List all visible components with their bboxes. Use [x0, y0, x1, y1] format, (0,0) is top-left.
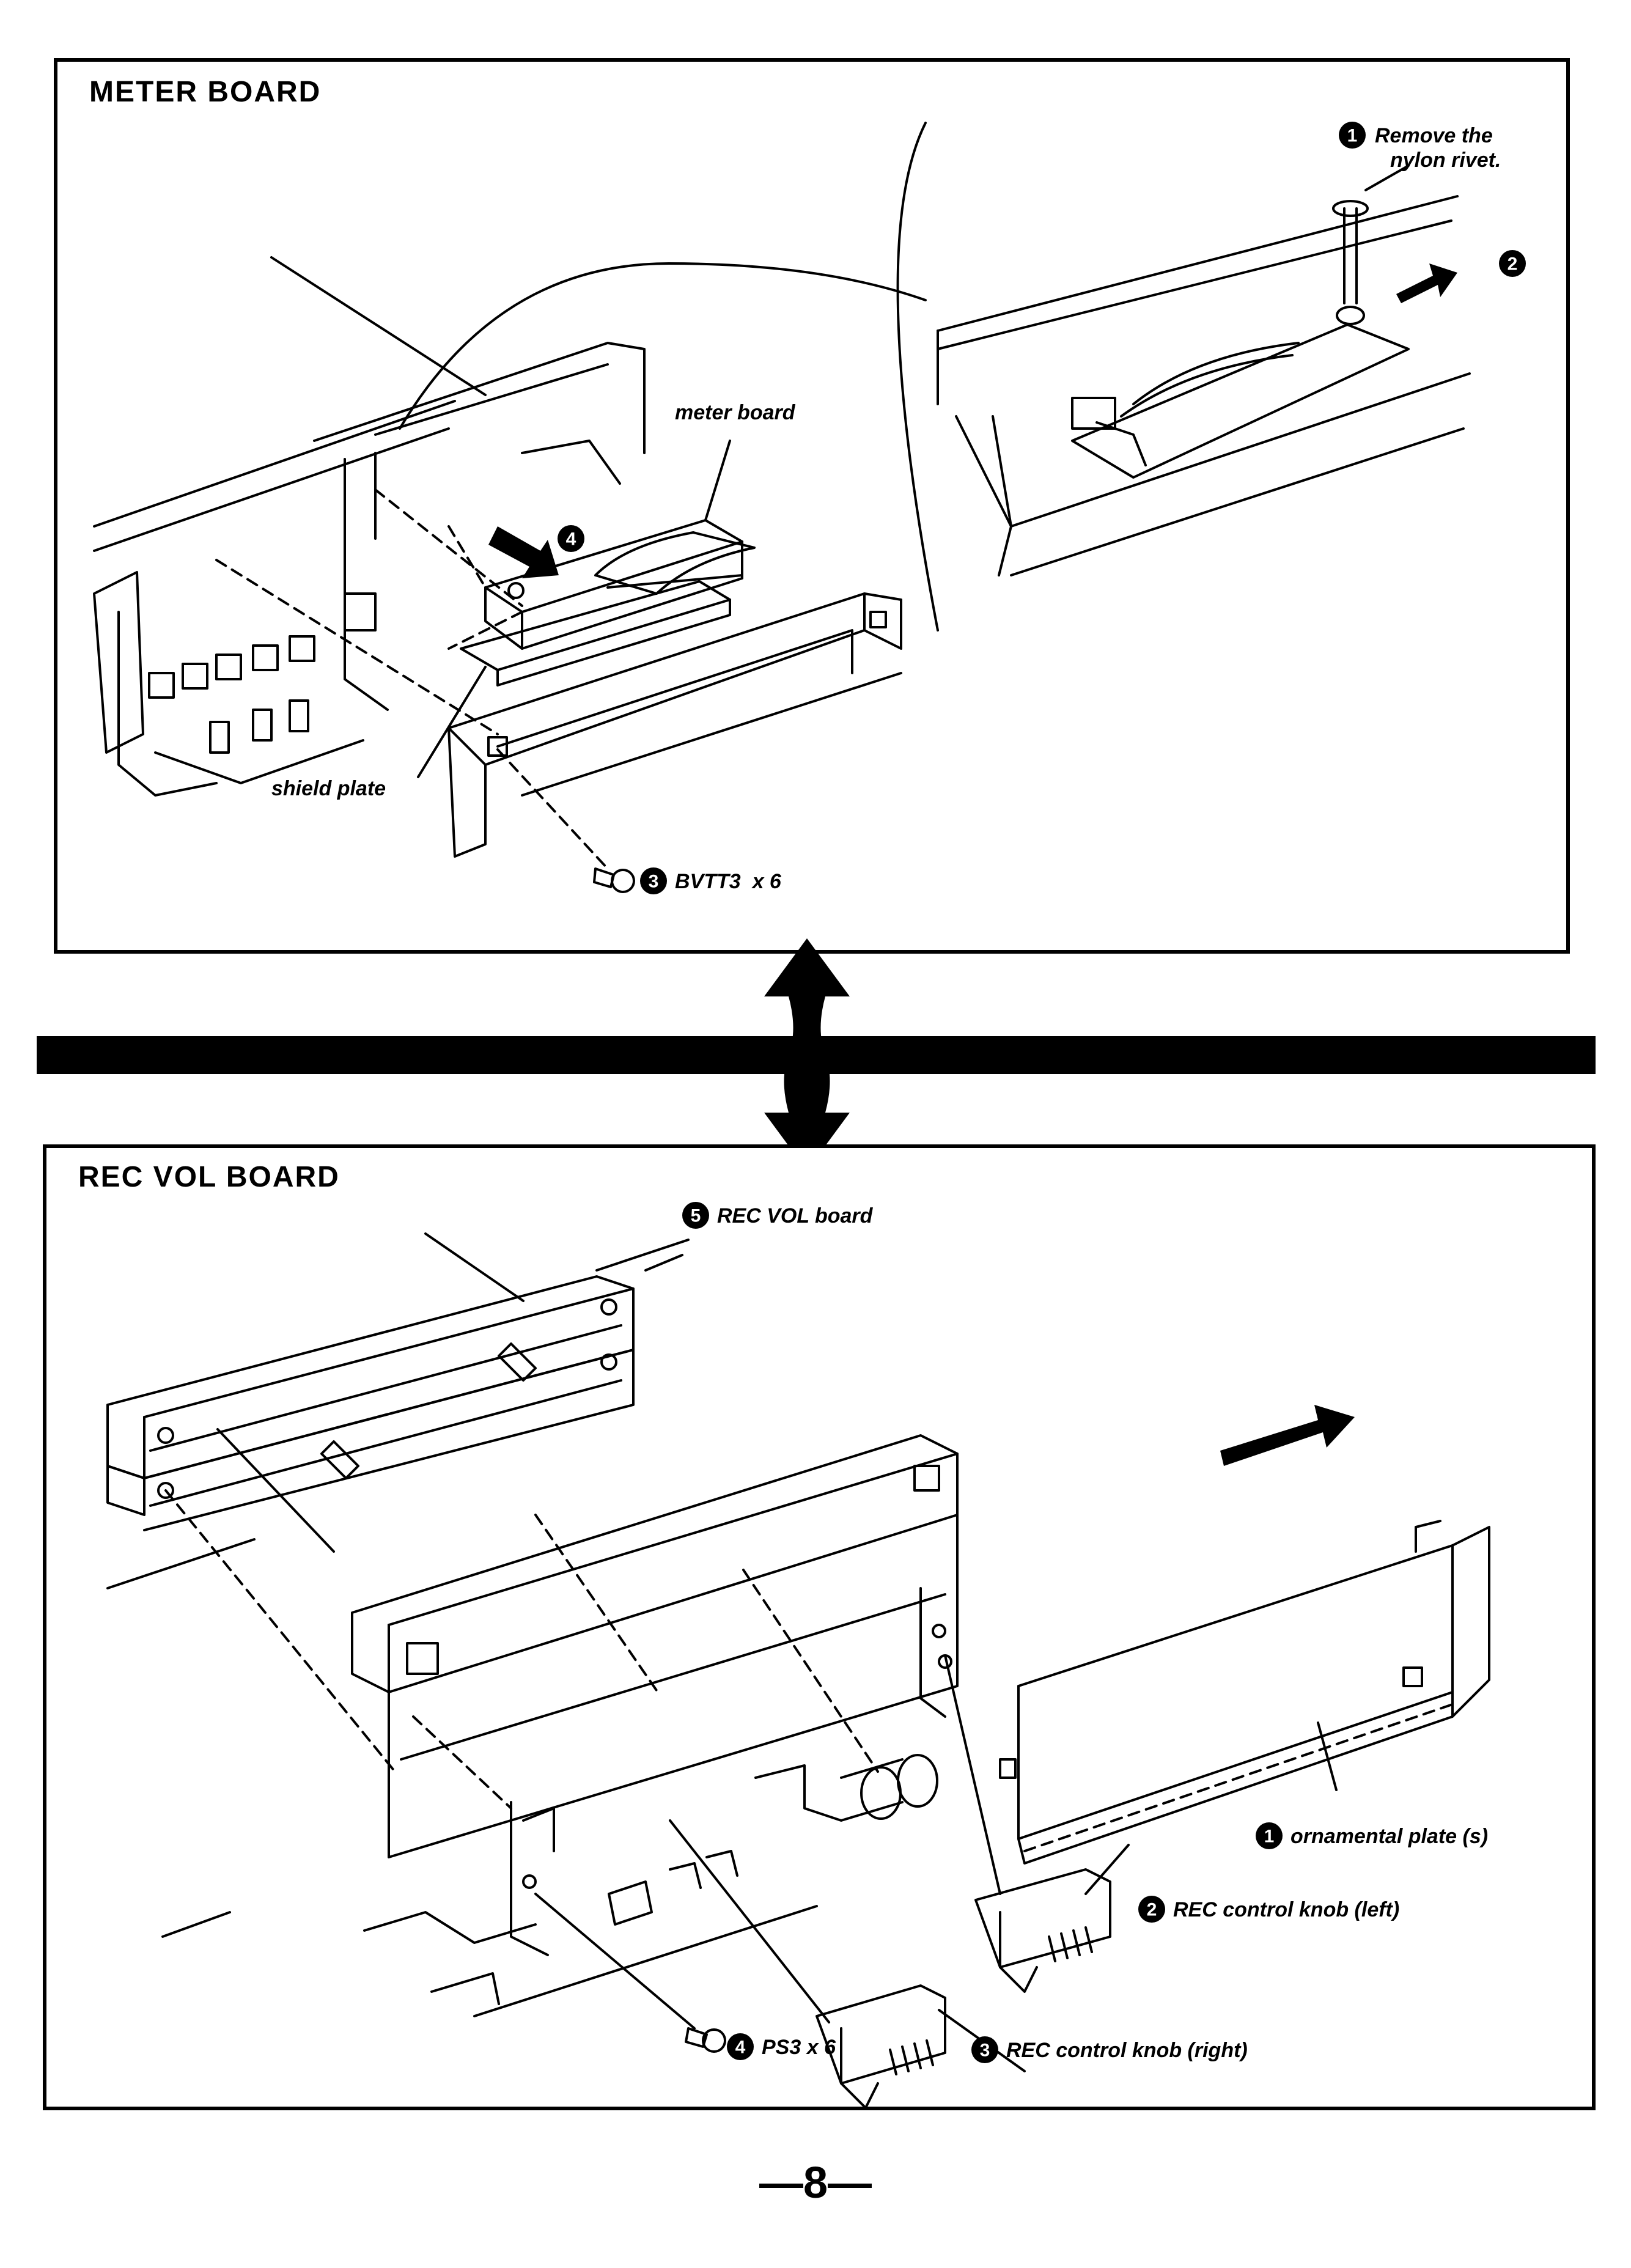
rec-vol-board-label: REC VOL board — [717, 1204, 874, 1228]
meter-board-diagram: 1 2 3 4 Remove the nylon rivet. meter bo… — [57, 62, 1566, 950]
step-3-number: 3 — [649, 872, 659, 892]
meter-board-panel: METER BOARD — [54, 58, 1570, 954]
ornamental-plate-label: ornamental plate (s) — [1290, 1825, 1488, 1848]
step-4-number: 4 — [566, 529, 576, 550]
rec-step-1-number: 1 — [1264, 1827, 1275, 1847]
bvtt3-screw-label: BVTT3 x 6 — [675, 870, 782, 893]
rec-step-2-number: 2 — [1147, 1900, 1157, 1920]
page-number: —8— — [0, 2158, 1631, 2208]
rec-step-5-number: 5 — [691, 1206, 701, 1226]
rec-vol-board-diagram: 1 2 3 4 5 ornamental plate (s) REC contr… — [46, 1148, 1592, 2107]
ps3-screw-label: PS3 x 6 — [762, 2036, 836, 2059]
rec-vol-board-panel: REC VOL BOARD — [43, 1144, 1596, 2110]
rec-knob-right-label: REC control knob (right) — [1006, 2039, 1248, 2062]
remove-rivet-label-line1: Remove the — [1375, 124, 1493, 147]
rec-step-4-number: 4 — [735, 2038, 746, 2058]
step-2-number: 2 — [1508, 254, 1518, 274]
meter-board-label: meter board — [675, 401, 796, 424]
double-arrow-icon — [758, 938, 856, 1171]
shield-plate-label: shield plate — [271, 777, 386, 800]
rec-knob-left-label: REC control knob (left) — [1173, 1898, 1399, 1921]
rec-step-3-number: 3 — [980, 2041, 990, 2061]
remove-rivet-label-line2: nylon rivet. — [1390, 149, 1501, 172]
step-1-number: 1 — [1347, 126, 1358, 146]
